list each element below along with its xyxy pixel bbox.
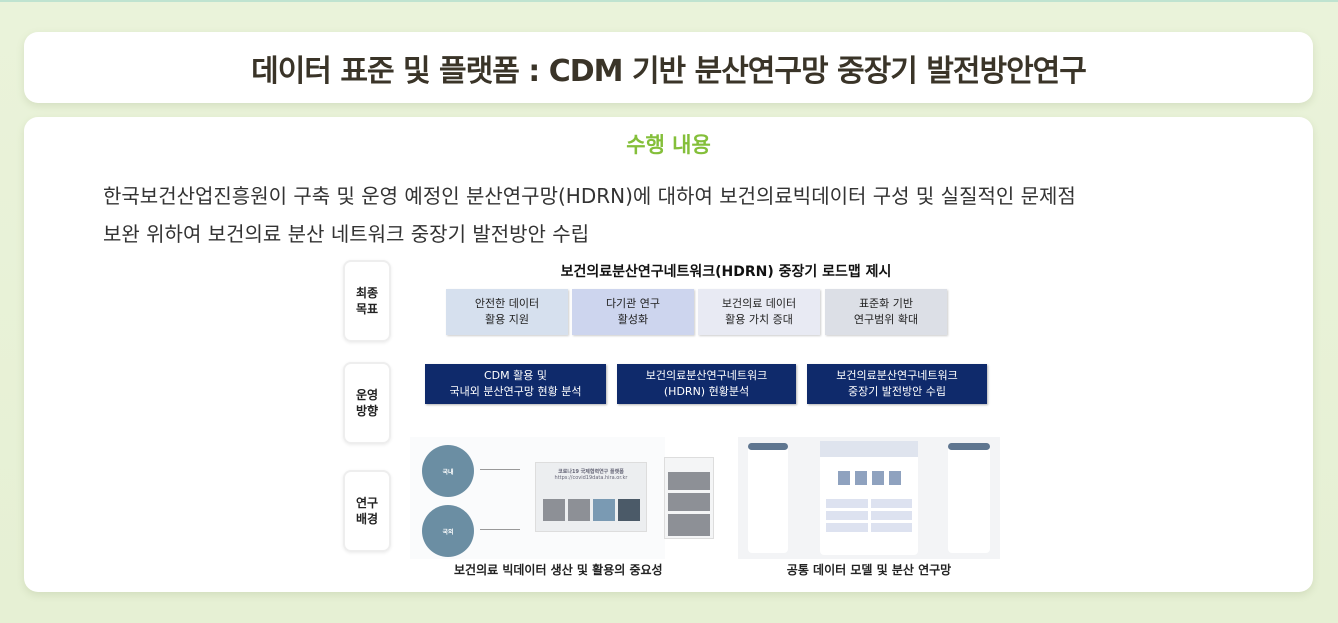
description-line: 보완 위하여 보건의료 분산 네트워크 중장기 발전방안 수립 [103,222,590,246]
bigdata-figure: 국내 국외 코로나19 국제협력연구 플랫폼 https://covid19da… [410,437,665,559]
overseas-label: 국외 [442,528,454,536]
arrow-icon [480,529,520,530]
header-card: 데이터 표준 및 플랫폼 : CDM 기반 분산연구망 중장기 발전방안연구 [24,32,1313,103]
goal-box: 표준화 기반 연구범위 확대 [825,289,947,335]
cdm-network-figure [738,437,1000,559]
direction-box: CDM 활용 및 국내외 분산연구망 현황 분석 [425,364,606,404]
roadmap-title: 보건의료분산연구네트워크(HDRN) 중장기 로드맵 제시 [560,264,892,280]
section-title: 수행 내용 [626,133,711,157]
goal-box: 다기관 연구 활성화 [572,289,694,335]
direction-box: 보건의료분산연구네트워크 중장기 발전방안 수립 [807,364,987,404]
goal-box: 보건의료 데이터 활용 가치 증대 [698,289,820,335]
row-label-goal: 최종 목표 [343,260,391,342]
description-line: 한국보건산업진흥원이 구축 및 운영 예정인 분산연구망(HDRN)에 대하여 … [103,184,1076,208]
ministry-box [664,457,714,539]
content-card: 수행 내용 한국보건산업진흥원이 구축 및 운영 예정인 분산연구망(HDRN)… [24,117,1313,592]
platform-item [567,499,590,521]
direction-box: 보건의료분산연구네트워크 (HDRN) 현황분석 [617,364,796,404]
platform-url: https://covid19data.hira.or.kr [554,475,628,481]
figure-caption: 보건의료 빅데이터 생산 및 활용의 중요성 [454,563,663,577]
figure-caption: 공통 데이터 모델 및 분산 연구망 [786,563,952,577]
platform-item [617,499,640,521]
row-label-direction: 운영 방향 [343,362,391,444]
platform-title: 코로나19 국제협력연구 플랫폼 [558,469,624,475]
platform-box: 코로나19 국제협력연구 플랫폼 https://covid19data.hir… [535,462,647,532]
arrow-icon [480,469,520,470]
row-label-background: 연구 배경 [343,470,391,552]
platform-item [542,499,565,521]
goal-box: 안전한 데이터 활용 지원 [446,289,568,335]
description: 한국보건산업진흥원이 구축 및 운영 예정인 분산연구망(HDRN)에 대하여 … [103,177,1253,253]
overseas-circle: 국외 [422,505,474,557]
domestic-label: 국내 [442,468,454,476]
page-title: 데이터 표준 및 플랫폼 : CDM 기반 분산연구망 중장기 발전방안연구 [251,53,1087,89]
platform-item [592,499,615,521]
domestic-circle: 국내 [422,445,474,497]
